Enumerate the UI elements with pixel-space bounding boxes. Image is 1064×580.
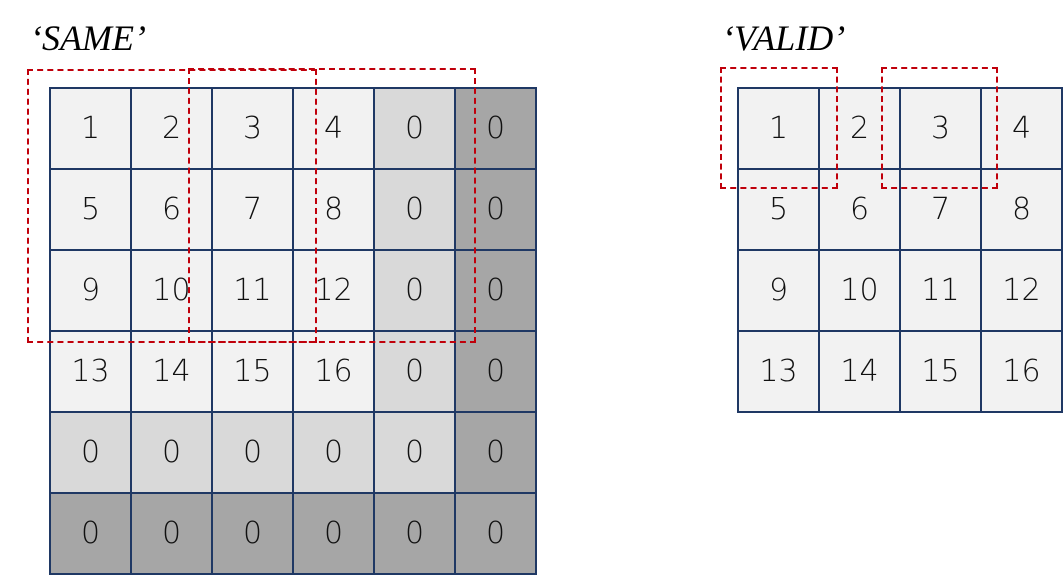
grid-cell: 4 — [980, 87, 1063, 170]
grid-cell: 0 — [454, 168, 537, 251]
same-padding-grid: 1 2 3 4 0 0 5 6 7 8 0 0 9 10 11 12 0 0 1… — [49, 87, 537, 575]
grid-cell: 3 — [211, 87, 294, 170]
grid-cell: 6 — [130, 168, 213, 251]
grid-cell: 0 — [211, 492, 294, 575]
grid-row: 9 10 11 12 — [737, 249, 1063, 332]
grid-cell: 0 — [373, 87, 456, 170]
grid-cell: 8 — [980, 168, 1063, 251]
grid-cell: 10 — [818, 249, 901, 332]
grid-cell: 4 — [292, 87, 375, 170]
grid-cell: 11 — [211, 249, 294, 332]
grid-row: 9 10 11 12 0 0 — [49, 249, 537, 332]
grid-cell: 0 — [454, 330, 537, 413]
valid-padding-grid: 1 2 3 4 5 6 7 8 9 10 11 12 13 14 15 16 — [737, 87, 1063, 413]
grid-cell: 13 — [49, 330, 132, 413]
grid-cell: 6 — [818, 168, 901, 251]
grid-cell: 0 — [292, 492, 375, 575]
grid-cell: 0 — [454, 411, 537, 494]
grid-cell: 0 — [373, 330, 456, 413]
grid-cell: 10 — [130, 249, 213, 332]
grid-row: 13 14 15 16 0 0 — [49, 330, 537, 413]
grid-cell: 0 — [454, 249, 537, 332]
grid-cell: 9 — [49, 249, 132, 332]
grid-cell: 3 — [899, 87, 982, 170]
grid-cell: 7 — [211, 168, 294, 251]
grid-row: 5 6 7 8 — [737, 168, 1063, 251]
grid-cell: 5 — [737, 168, 820, 251]
grid-cell: 16 — [980, 330, 1063, 413]
grid-cell: 0 — [211, 411, 294, 494]
grid-cell: 13 — [737, 330, 820, 413]
grid-cell: 14 — [818, 330, 901, 413]
grid-row: 0 0 0 0 0 0 — [49, 411, 537, 494]
grid-cell: 8 — [292, 168, 375, 251]
grid-row: 13 14 15 16 — [737, 330, 1063, 413]
grid-cell: 7 — [899, 168, 982, 251]
grid-row: 1 2 3 4 0 0 — [49, 87, 537, 170]
grid-row: 0 0 0 0 0 0 — [49, 492, 537, 575]
grid-row: 1 2 3 4 — [737, 87, 1063, 170]
grid-cell: 0 — [130, 492, 213, 575]
grid-cell: 12 — [980, 249, 1063, 332]
grid-cell: 0 — [292, 411, 375, 494]
grid-cell: 11 — [899, 249, 982, 332]
grid-cell: 0 — [373, 492, 456, 575]
grid-cell: 0 — [454, 492, 537, 575]
grid-cell: 15 — [211, 330, 294, 413]
grid-cell: 2 — [818, 87, 901, 170]
valid-title: ‘VALID’ — [722, 18, 846, 58]
grid-cell: 5 — [49, 168, 132, 251]
grid-cell: 0 — [49, 411, 132, 494]
grid-cell: 0 — [49, 492, 132, 575]
grid-cell: 14 — [130, 330, 213, 413]
grid-cell: 0 — [130, 411, 213, 494]
grid-cell: 1 — [737, 87, 820, 170]
grid-cell: 0 — [373, 249, 456, 332]
grid-row: 5 6 7 8 0 0 — [49, 168, 537, 251]
grid-cell: 9 — [737, 249, 820, 332]
grid-cell: 16 — [292, 330, 375, 413]
same-title: ‘SAME’ — [30, 18, 146, 58]
grid-cell: 0 — [373, 411, 456, 494]
grid-cell: 0 — [454, 87, 537, 170]
grid-cell: 15 — [899, 330, 982, 413]
grid-cell: 12 — [292, 249, 375, 332]
grid-cell: 0 — [373, 168, 456, 251]
grid-cell: 1 — [49, 87, 132, 170]
grid-cell: 2 — [130, 87, 213, 170]
